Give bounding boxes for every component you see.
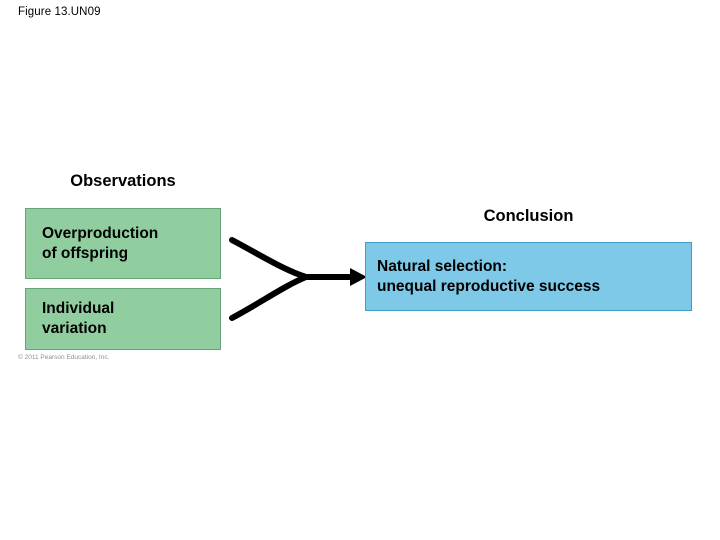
conclusion-box-natural-selection-label: Natural selection: unequal reproductive … — [377, 257, 601, 295]
copyright-credit: © 2011 Pearson Education, Inc. — [18, 354, 110, 361]
conclusion-heading: Conclusion — [483, 207, 574, 225]
figure-label: Figure 13.UN09 — [18, 6, 101, 18]
observation-box-individual-variation-label: Individual variation — [42, 300, 115, 337]
observation-box-individual-variation: Individual variation — [25, 288, 221, 350]
conclusion-box-natural-selection: Natural selection: unequal reproductive … — [365, 242, 692, 311]
observations-heading: Observations — [70, 172, 176, 190]
observation-box-overproduction: Overproduction of offspring — [25, 208, 221, 279]
converging-arrow-icon — [229, 237, 367, 321]
observation-box-overproduction-label: Overproduction of offspring — [42, 224, 159, 262]
